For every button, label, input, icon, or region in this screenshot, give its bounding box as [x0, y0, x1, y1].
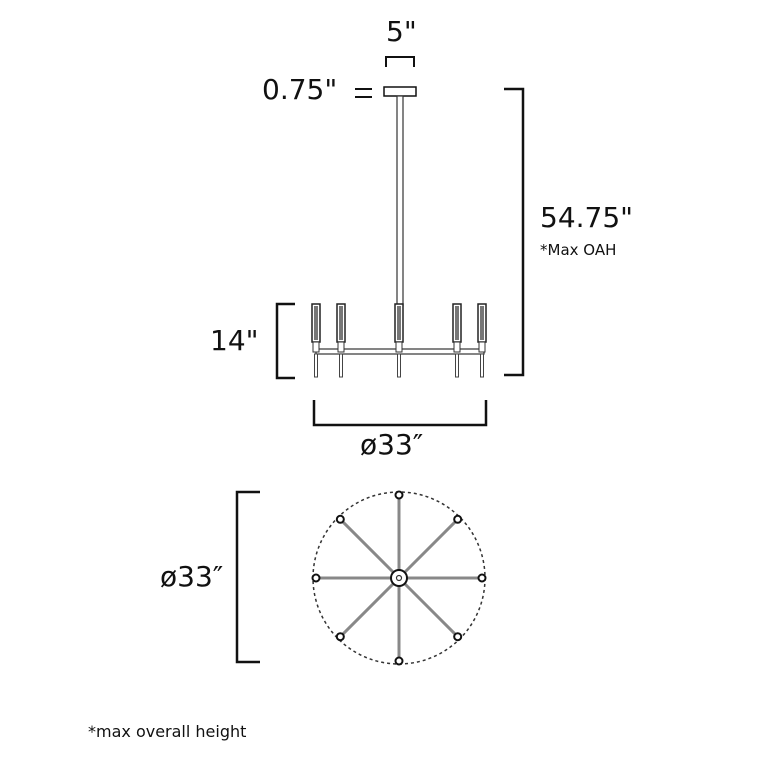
canopy-height-marker: [355, 88, 372, 98]
side-diameter-label: ø33″: [360, 428, 424, 461]
plan-socket: [477, 573, 487, 583]
plan-hub: [390, 569, 408, 587]
lamp: [336, 303, 346, 378]
canopy-width-bracket: [385, 56, 415, 67]
plan-socket: [453, 632, 463, 642]
plan-diameter-bracket: [235, 490, 260, 664]
plan-socket: [394, 656, 404, 666]
footnote: *max overall height: [88, 722, 247, 741]
lamp: [477, 303, 487, 378]
lamp: [394, 303, 404, 378]
plan-arm: [397, 518, 459, 580]
plan-socket: [311, 573, 321, 583]
plan-socket: [394, 490, 404, 500]
canopy-width-label: 5": [386, 15, 417, 48]
overall-height-bracket: [504, 87, 525, 377]
overall-height-label: 54.75": [540, 201, 634, 234]
lamp: [311, 303, 321, 378]
plan-arm: [339, 576, 401, 638]
lamp: [452, 303, 462, 378]
fixture-height-label: 14": [210, 324, 259, 357]
overall-height-note: *Max OAH: [540, 241, 617, 259]
fixture-height-bracket: [275, 302, 295, 380]
plan-diameter-label: ø33″: [160, 560, 224, 593]
plan-socket: [335, 514, 345, 524]
plan-hub-center: [395, 574, 403, 582]
canopy-height-label: 0.75": [262, 73, 338, 106]
stem: [396, 95, 404, 307]
plan-arm: [397, 576, 459, 638]
plan-socket: [335, 632, 345, 642]
plan-arm: [339, 518, 401, 580]
canopy: [383, 86, 417, 97]
diameter-bracket: [312, 400, 488, 427]
plan-socket: [453, 514, 463, 524]
